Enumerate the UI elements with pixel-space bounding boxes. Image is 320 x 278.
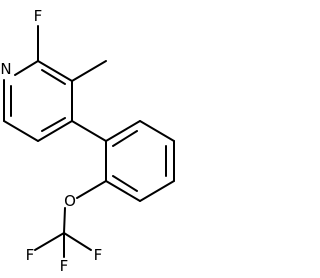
atom-label-fluorine-right: F: [94, 246, 103, 264]
double-bond-c5p-c6p-inner: [112, 175, 138, 192]
bond-c5p-c6p: [105, 180, 141, 202]
double-bond-c4-c5-inner: [41, 117, 66, 132]
bond-c2-c3: [37, 60, 73, 82]
bonds: [3, 25, 175, 258]
chemical-structure-diagram: F N O F F F: [0, 7, 175, 275]
bond-c1p-c2p: [105, 120, 141, 142]
bond-cf3-f-right: [63, 232, 92, 251]
atom-labels: F N O F F F: [0, 7, 102, 275]
bond-o-cf3: [63, 207, 66, 234]
bond-c4-c5: [37, 120, 73, 142]
atom-label-fluorine-top: F: [34, 7, 43, 25]
double-bond-c2-c3-inner: [41, 69, 66, 85]
bond-c5-c6: [3, 120, 39, 142]
atom-label-oxygen: O: [64, 192, 76, 210]
bond-c3-methyl: [71, 60, 107, 82]
double-bond-c1p-c2p-inner: [112, 130, 138, 147]
bond-c4-phenyl: [71, 120, 107, 142]
atom-label-fluorine-left: F: [26, 246, 35, 264]
bond-cf3-f-left: [34, 232, 65, 251]
bond-c6p-o: [76, 180, 107, 199]
atom-label-fluorine-bottom: F: [60, 257, 69, 275]
bond-c2p-c3p: [139, 120, 175, 142]
atom-label-nitrogen: N: [0, 60, 11, 78]
bond-c4p-c5p: [139, 180, 175, 202]
bond-n-c2: [14, 60, 39, 76]
